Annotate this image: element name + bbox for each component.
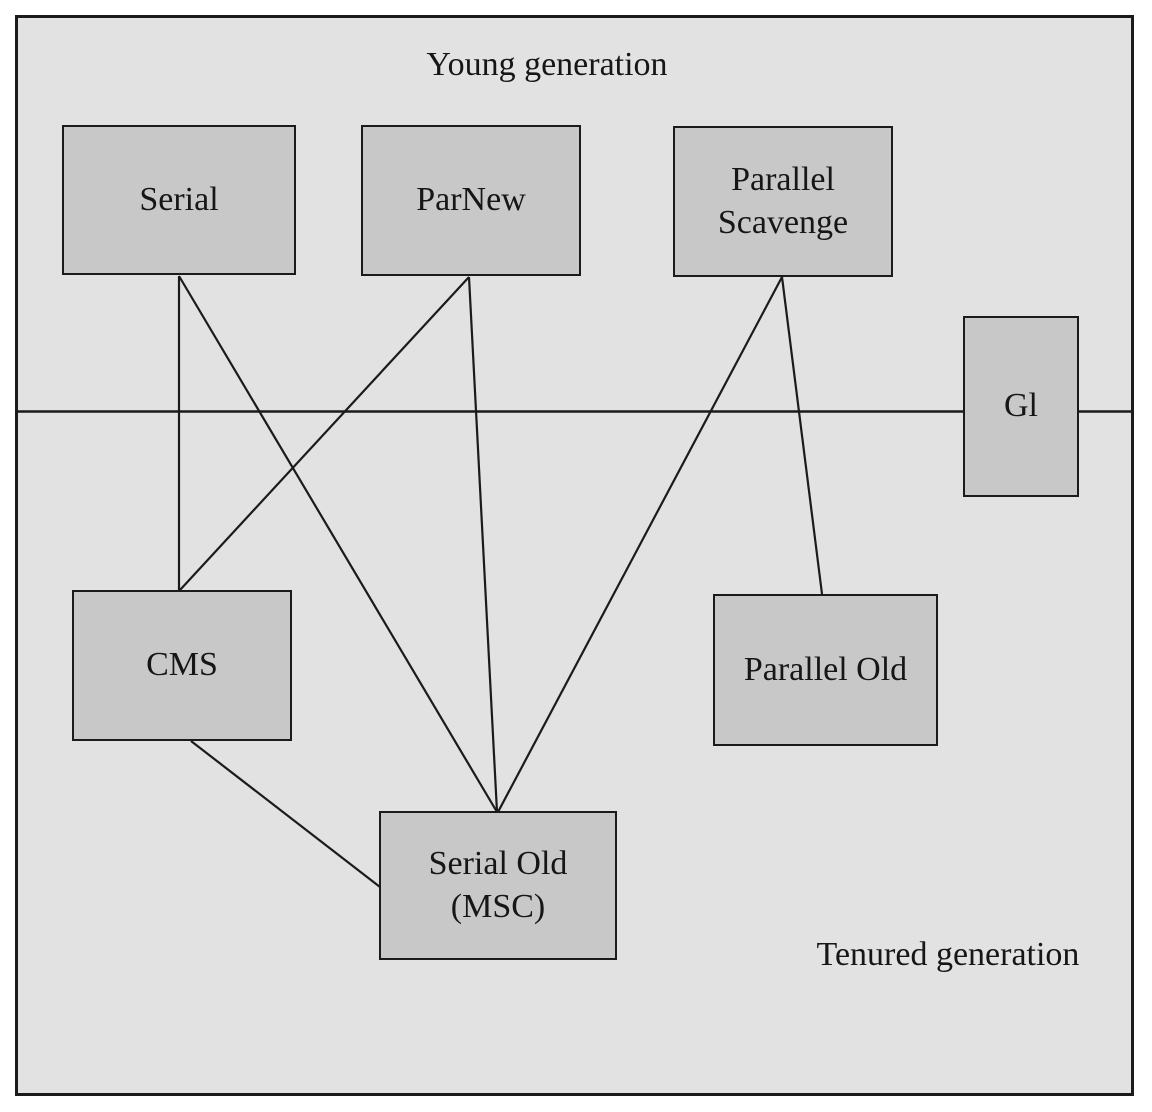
tenured-generation-label: Tenured generation bbox=[816, 936, 1080, 973]
node-g1-label: Gl bbox=[1004, 387, 1038, 425]
node-parallel-scavenge-label: Parallel Scavenge bbox=[717, 160, 849, 241]
node-parnew-label: ParNew bbox=[416, 181, 526, 219]
node-serial-old-label: Serial Old (MSC) bbox=[428, 844, 568, 925]
node-serial-label: Serial bbox=[139, 180, 219, 218]
node-cms: CMS bbox=[72, 590, 292, 741]
young-generation-label: Young generation bbox=[426, 46, 668, 83]
node-serial: Serial bbox=[62, 125, 296, 275]
node-parallel-scavenge: Parallel Scavenge bbox=[673, 126, 893, 277]
node-parallel-old: Parallel Old bbox=[713, 594, 938, 746]
node-g1: Gl bbox=[963, 316, 1079, 497]
node-serial-old: Serial Old (MSC) bbox=[379, 811, 617, 960]
node-parallel-old-label: Parallel Old bbox=[743, 650, 908, 688]
node-parnew: ParNew bbox=[361, 125, 581, 276]
node-cms-label: CMS bbox=[146, 646, 218, 684]
